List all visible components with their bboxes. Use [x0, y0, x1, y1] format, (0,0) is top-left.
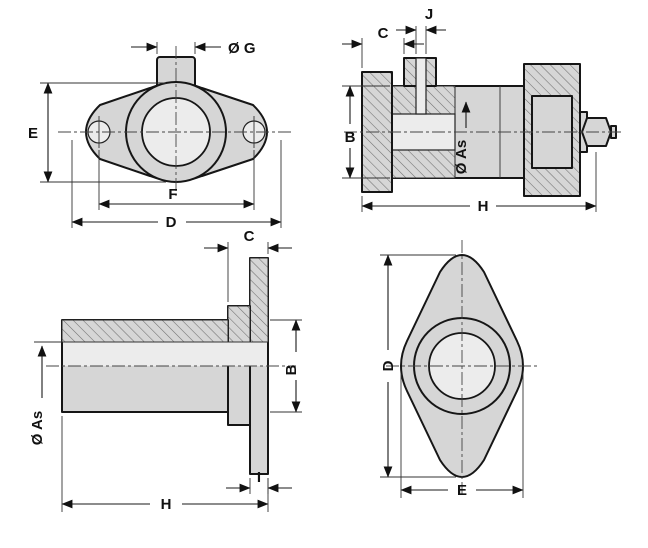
dim-label-b: B: [345, 129, 356, 146]
back-dim-d: D: [380, 254, 456, 478]
back-dim-e: E: [400, 374, 524, 499]
dim-label-b: B: [283, 364, 300, 375]
section-dim-c: C: [342, 25, 424, 68]
section-port-hole: [415, 57, 427, 115]
section-bore: [391, 113, 456, 151]
dim-label-as: Ø As: [453, 140, 470, 174]
front-view: E Ø G F D: [28, 40, 294, 231]
section-dim-b: B: [342, 85, 390, 179]
dim-label-c: C: [378, 25, 389, 42]
side-view: C B Ø As H I: [29, 228, 302, 513]
section-dim-j: J: [396, 6, 446, 54]
back-view: D E: [380, 240, 538, 499]
dim-label-g: Ø G: [228, 40, 256, 57]
side-dim-c: C: [204, 228, 292, 302]
section-view: J C B Ø As H: [342, 6, 622, 215]
section-bottom-wall: [391, 149, 456, 179]
side-tube-wall-section: [61, 319, 229, 343]
side-boss-section: [227, 305, 251, 343]
front-dim-f: F: [98, 150, 255, 210]
dim-label-as: Ø As: [29, 411, 46, 445]
side-dim-i: I: [226, 469, 292, 494]
section-dim-as: Ø As: [453, 101, 471, 174]
side-dim-as: Ø As: [29, 341, 62, 445]
dim-label-j: J: [425, 6, 433, 23]
side-dim-b: B: [270, 319, 302, 413]
dim-label-d: D: [380, 360, 397, 371]
side-dim-h: H: [61, 416, 269, 513]
dim-label-h: H: [161, 496, 172, 513]
front-dim-d: D: [71, 140, 282, 231]
front-dim-e: E: [28, 82, 166, 183]
dim-label-f: F: [168, 186, 177, 203]
dim-label-i: I: [257, 469, 261, 486]
front-dim-g: Ø G: [131, 40, 256, 57]
section-dim-h: H: [361, 152, 597, 215]
dim-label-c: C: [244, 228, 255, 245]
dim-label-e: E: [457, 482, 467, 499]
front-centerlines: [58, 46, 294, 196]
side-flange-section: [249, 257, 269, 343]
side-bore: [63, 342, 267, 366]
dim-label-e: E: [28, 125, 38, 142]
dim-label-d: D: [166, 214, 177, 231]
dim-label-h: H: [478, 198, 489, 215]
